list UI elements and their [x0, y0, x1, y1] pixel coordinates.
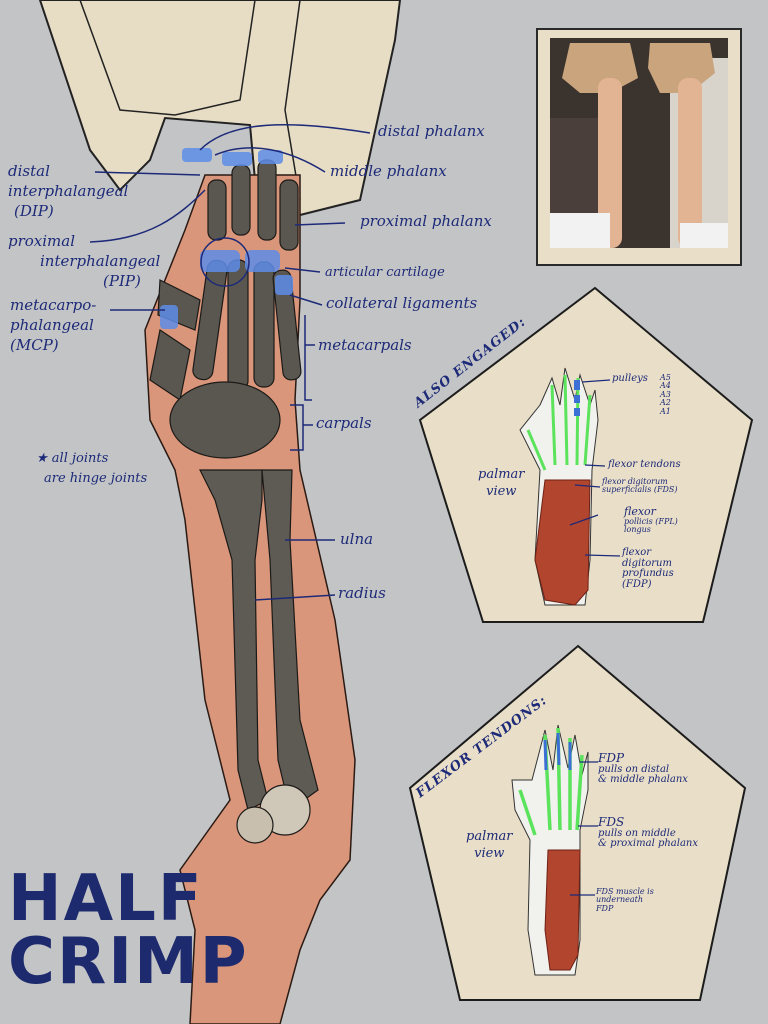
panel-tendons-view: palmar view: [466, 829, 513, 861]
label-dip: distal interphalangeal (DIP): [8, 162, 129, 220]
label-pip: proximal interphalangeal (PIP): [8, 232, 161, 290]
label-metacarpals: metacarpals: [318, 336, 412, 354]
label-fdp: flexor digitorum profundus (FDP): [622, 547, 674, 590]
hand-bones: [149, 159, 302, 459]
title-line-1: HALF: [8, 862, 204, 936]
reference-photo: [536, 28, 742, 266]
label-articular-cartilage: articular cartilage: [325, 265, 445, 280]
label-hinge-note: ★ all joints are hinge joints: [36, 451, 148, 486]
label-pulleys: pulleys: [612, 373, 648, 384]
joint-highlights: [160, 148, 293, 329]
title-line-2: CRIMP: [8, 924, 249, 999]
page-title: HALF CRIMP: [8, 862, 249, 999]
label-fdp-note: FDP pulls on distal & middle phalanx: [598, 751, 688, 786]
forearm-bones: [199, 469, 319, 844]
label-radius: radius: [338, 584, 386, 602]
label-carpals: carpals: [316, 414, 372, 432]
label-fds-muscle-note: FDS muscle is underneath FDP: [596, 887, 654, 913]
label-middle-phalanx: middle phalanx: [330, 162, 447, 180]
label-proximal-phalanx: proximal phalanx: [360, 212, 492, 230]
leader-lines: [89, 124, 371, 601]
pulley-list: A5 A4 A3 A2 A1: [660, 373, 671, 416]
label-fds: flexor digitorum superficialis (FDS): [602, 477, 678, 495]
label-fds-note: FDS pulls on middle & proximal phalanx: [598, 815, 698, 850]
hangboard-hold-shape: [38, 0, 402, 217]
label-fpl: flexor pollicis (FPL) longus: [624, 505, 678, 534]
label-distal-phalanx: distal phalanx: [378, 122, 485, 140]
photo-image: [550, 38, 728, 248]
panel-also-view: palmar view: [478, 467, 525, 499]
label-mcp: metacarpo- phalangeal (MCP): [10, 296, 97, 354]
label-collateral-ligaments: collateral ligaments: [326, 294, 478, 312]
label-ulna: ulna: [340, 530, 374, 548]
label-flexor-tendons: flexor tendons: [608, 459, 681, 470]
